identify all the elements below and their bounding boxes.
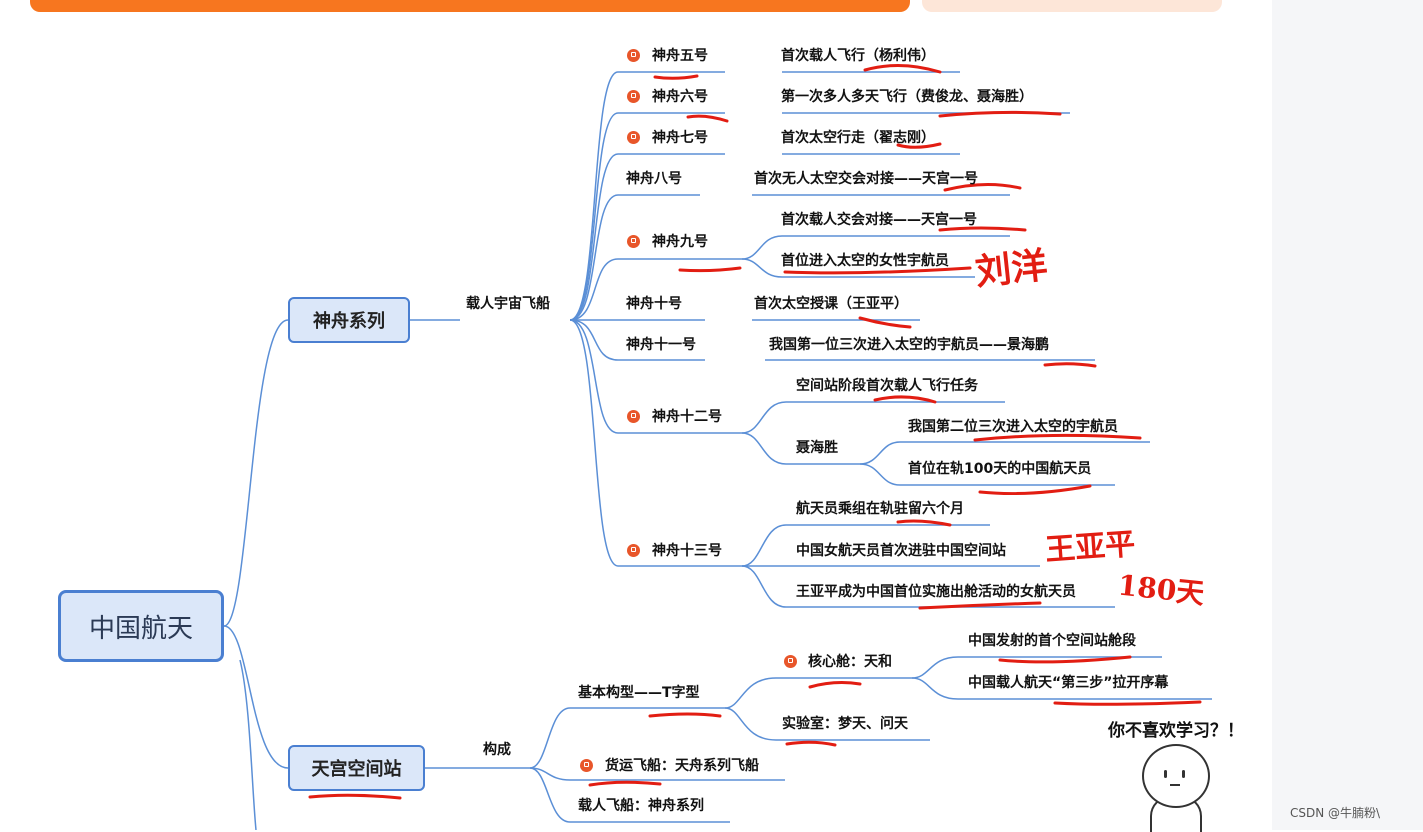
node-shenzhou-8-desc[interactable]: 首次无人太空交会对接——天宫一号 <box>754 170 978 188</box>
node-shenzhou-11[interactable]: 神舟十一号 <box>626 336 696 354</box>
node-shenzhou-13-desc-3[interactable]: 王亚平成为中国首位实施出舱活动的女航天员 <box>796 583 1076 601</box>
sticker-caption: 你不喜欢学习？！ <box>1108 716 1244 741</box>
node-shenzhou-12-desc[interactable]: 空间站阶段首次载人飞行任务 <box>796 377 978 395</box>
node-shenzhou-5-desc[interactable]: 首次载人飞行（杨利伟） <box>781 47 935 65</box>
node-shenzhou-7-desc[interactable]: 首次太空行走（翟志刚） <box>781 129 935 147</box>
node-core-module[interactable]: 核心舱：天和 <box>808 653 892 671</box>
node-shenzhou-7[interactable]: 神舟七号 <box>652 129 708 147</box>
node-shenzhou-8[interactable]: 神舟八号 <box>626 170 682 188</box>
node-shenzhou-10[interactable]: 神舟十号 <box>626 295 682 313</box>
node-shenzhou-series[interactable]: 神舟系列 <box>288 297 410 343</box>
flag-icon <box>627 49 640 62</box>
node-crew-ship[interactable]: 载人飞船：神舟系列 <box>578 797 704 815</box>
node-nie-haisheng-item-1[interactable]: 我国第二位三次进入太空的宇航员 <box>908 418 1118 436</box>
flag-icon <box>627 235 640 248</box>
node-composition[interactable]: 构成 <box>483 741 511 759</box>
flag-icon <box>627 90 640 103</box>
node-shenzhou-6-desc[interactable]: 第一次多人多天飞行（费俊龙、聂海胜） <box>781 88 1033 106</box>
node-manned-spacecraft[interactable]: 载人宇宙飞船 <box>466 295 550 313</box>
root-node[interactable]: 中国航天 <box>58 590 224 662</box>
node-shenzhou-9-desc-2[interactable]: 首位进入太空的女性宇航员 <box>781 252 949 270</box>
node-tiangong-station[interactable]: 天宫空间站 <box>288 745 425 791</box>
handwritten-wangyaping: 王亚平 <box>1044 519 1137 569</box>
node-core-item-2[interactable]: 中国载人航天“第三步”拉开序幕 <box>968 674 1168 692</box>
node-shenzhou-6[interactable]: 神舟六号 <box>652 88 708 106</box>
node-lab-module[interactable]: 实验室：梦天、问天 <box>782 715 908 733</box>
flag-icon <box>627 410 640 423</box>
node-shenzhou-5[interactable]: 神舟五号 <box>652 47 708 65</box>
node-shenzhou-10-desc[interactable]: 首次太空授课（王亚平） <box>754 295 908 313</box>
node-core-item-1[interactable]: 中国发射的首个空间站舱段 <box>968 632 1136 650</box>
node-shenzhou-13[interactable]: 神舟十三号 <box>652 542 722 560</box>
node-cargo-ship[interactable]: 货运飞船：天舟系列飞船 <box>605 757 759 775</box>
flag-icon <box>627 131 640 144</box>
node-shenzhou-13-desc-1[interactable]: 航天员乘组在轨驻留六个月 <box>796 500 964 518</box>
flag-icon <box>784 655 797 668</box>
node-shenzhou-13-desc-2[interactable]: 中国女航天员首次进驻中国空间站 <box>796 542 1006 560</box>
node-nie-haisheng[interactable]: 聂海胜 <box>796 439 838 457</box>
node-shenzhou-12[interactable]: 神舟十二号 <box>652 408 722 426</box>
flag-icon <box>580 759 593 772</box>
sticker-face-icon <box>1142 744 1210 808</box>
node-basic-structure[interactable]: 基本构型——T字型 <box>578 684 700 702</box>
node-shenzhou-9-desc-1[interactable]: 首次载人交会对接——天宫一号 <box>781 211 977 229</box>
flag-icon <box>627 544 640 557</box>
node-shenzhou-9[interactable]: 神舟九号 <box>652 233 708 251</box>
handwritten-liuyang: 刘洋 <box>972 236 1049 295</box>
node-nie-haisheng-item-2[interactable]: 首位在轨100天的中国航天员 <box>908 460 1091 478</box>
watermark: CSDN @牛腩粉\ <box>1290 804 1380 821</box>
node-shenzhou-11-desc[interactable]: 我国第一位三次进入太空的宇航员——景海鹏 <box>769 336 1049 354</box>
